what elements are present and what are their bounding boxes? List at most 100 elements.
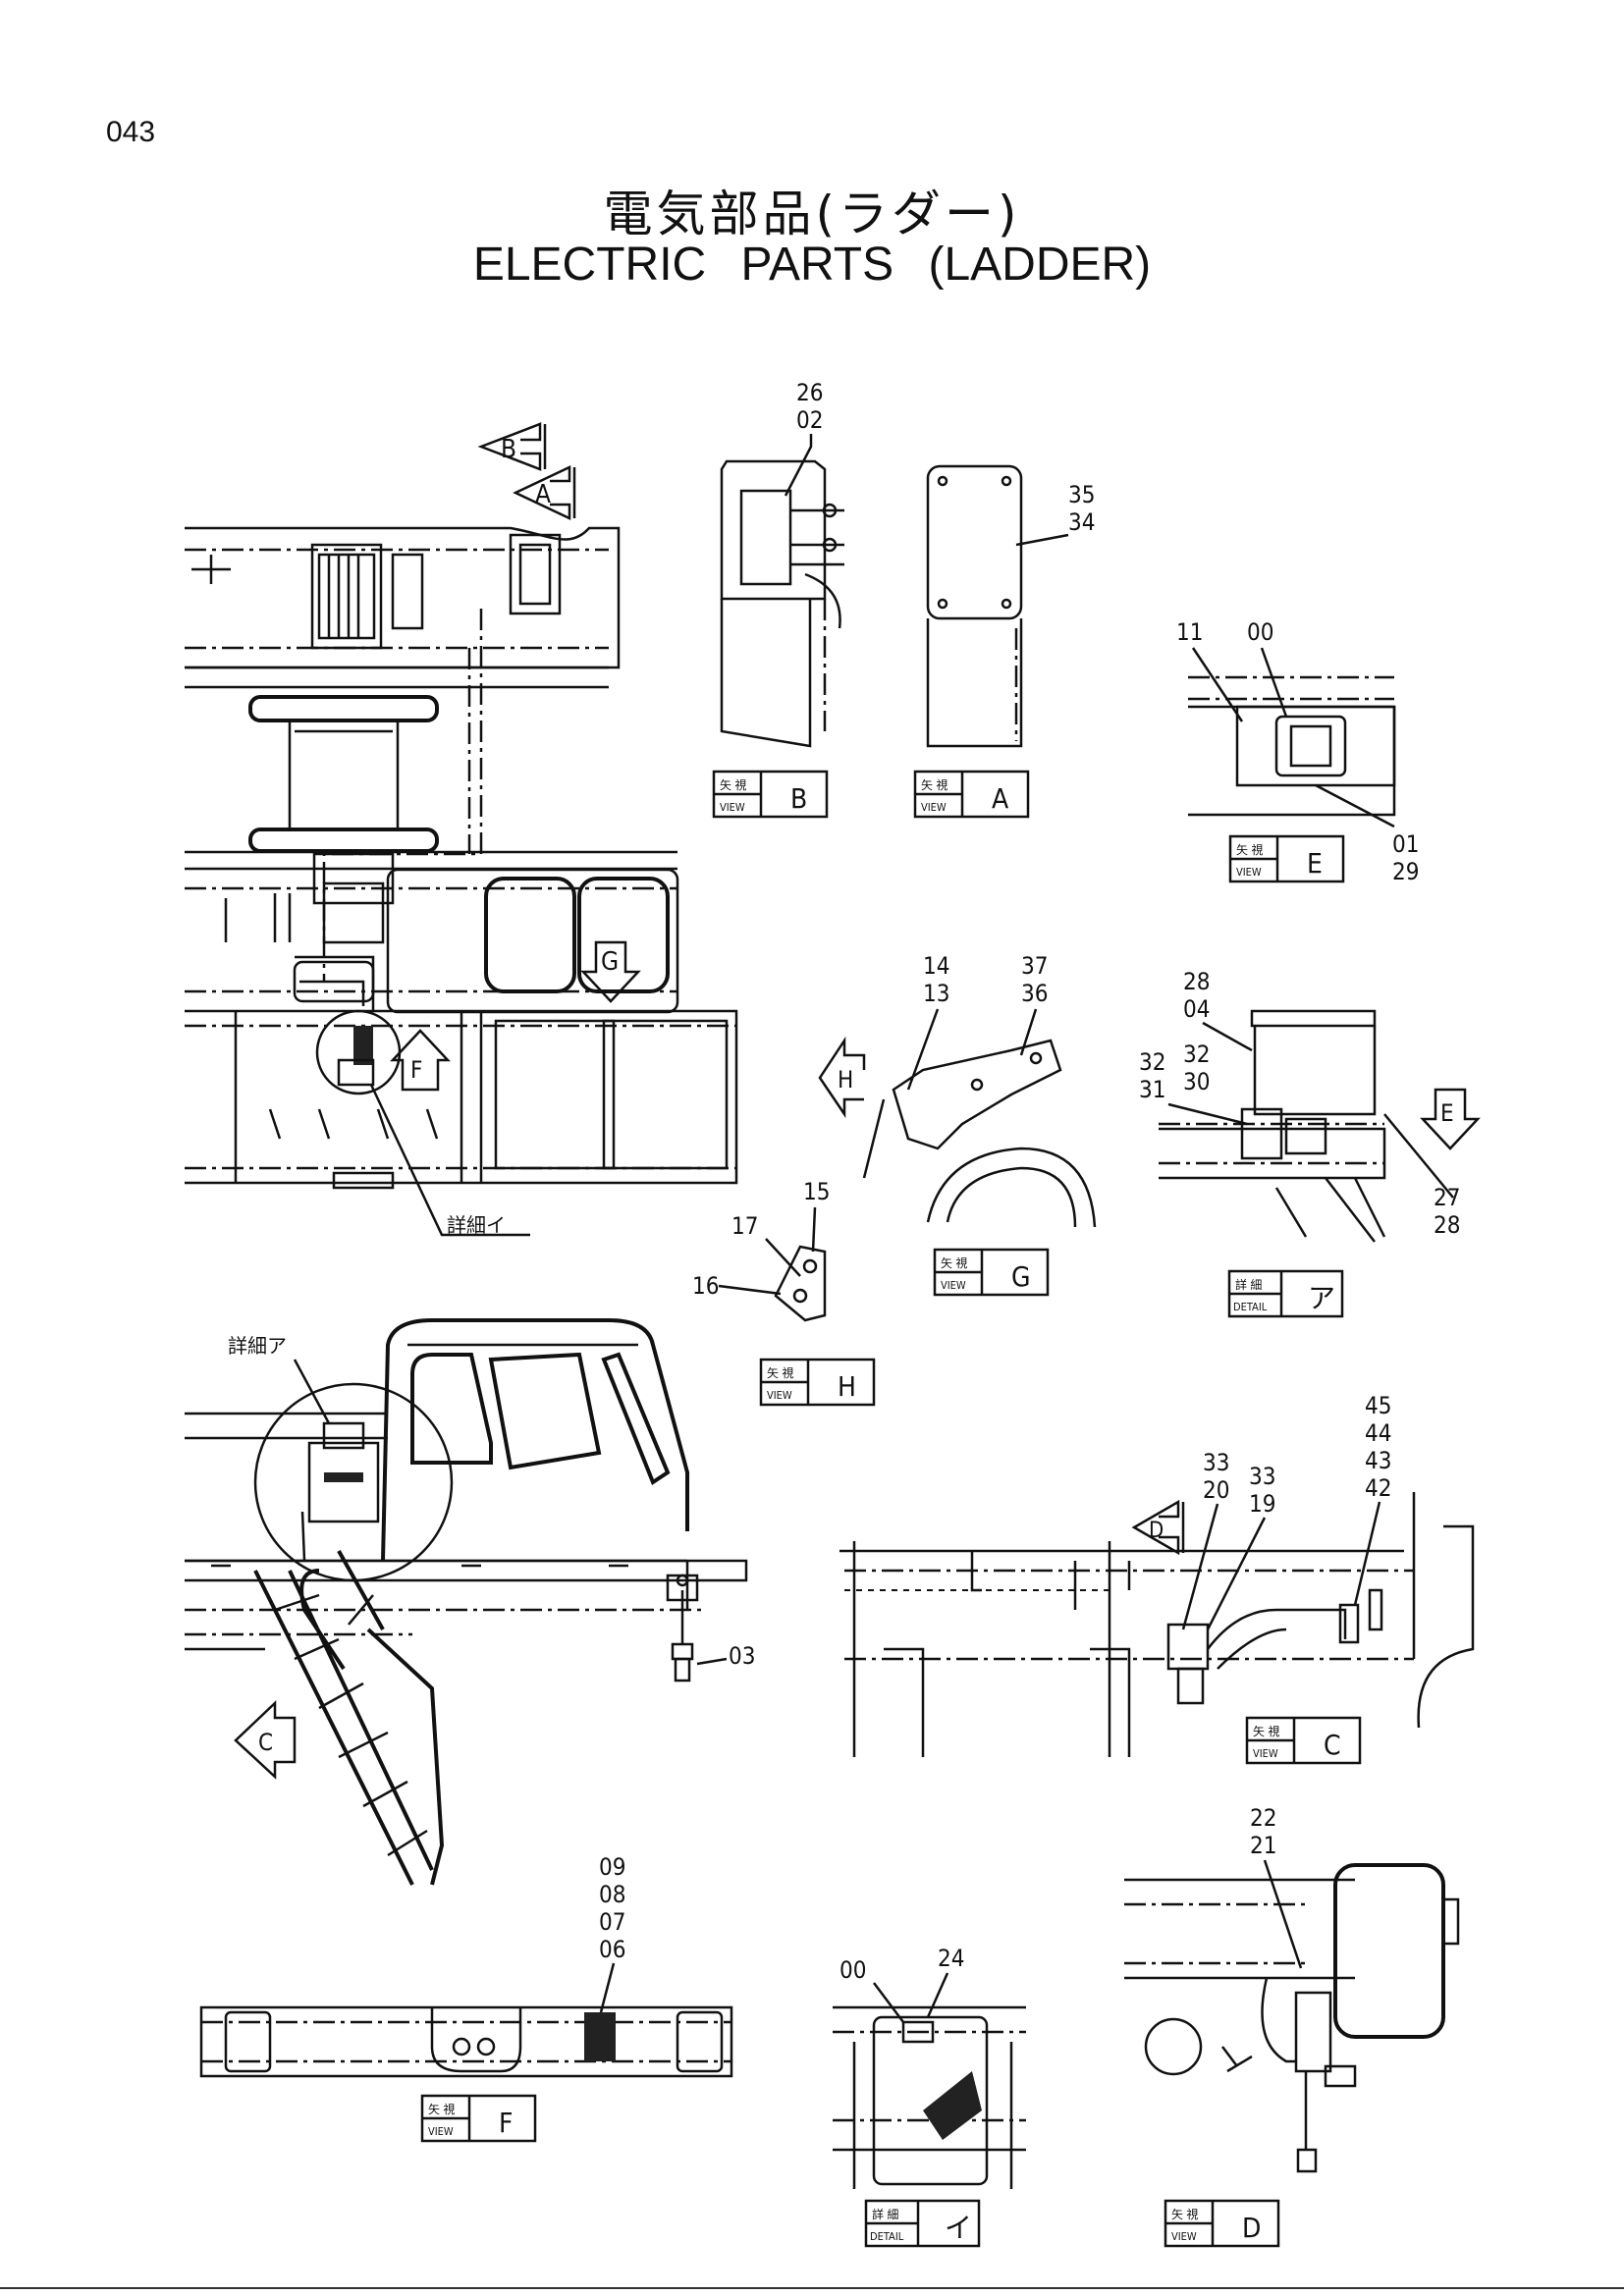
- view-h: 15 17 16: [692, 1178, 830, 1322]
- svg-text:矢 視: 矢 視: [428, 2102, 455, 2116]
- svg-text:VIEW: VIEW: [1236, 866, 1262, 879]
- callout-37: 37: [1021, 952, 1048, 980]
- tag-view-b: 矢 視 VIEW B: [712, 770, 829, 819]
- callout-33-b: 33: [1249, 1463, 1275, 1490]
- svg-text:DETAIL: DETAIL: [1233, 1301, 1268, 1313]
- callout-27: 27: [1434, 1184, 1460, 1211]
- svg-text:VIEW: VIEW: [1253, 1747, 1278, 1760]
- tag-view-c: 矢 視 VIEW C: [1245, 1716, 1362, 1765]
- detail-i: 00 24: [833, 1945, 1026, 2189]
- callout-42: 42: [1365, 1474, 1391, 1502]
- detail-ref-a: 詳細ア: [228, 1334, 287, 1358]
- arrow-a-label: A: [535, 480, 551, 509]
- svg-text:DETAIL: DETAIL: [870, 2230, 904, 2243]
- title-japanese: 電気部品(ラダー): [603, 186, 1021, 242]
- detail-a: 28 04 32 32 30 31 27 28 E: [1139, 968, 1481, 1243]
- arrow-d-label: D: [1149, 1519, 1164, 1543]
- callout-19: 19: [1249, 1490, 1275, 1518]
- tag-view-g: 矢 視 VIEW G: [933, 1248, 1050, 1297]
- callout-21: 21: [1250, 1832, 1276, 1859]
- callout-44: 44: [1365, 1419, 1391, 1447]
- callout-02: 02: [796, 406, 823, 434]
- svg-text:VIEW: VIEW: [1171, 2230, 1197, 2243]
- page-number: 043: [106, 116, 156, 148]
- callout-32-b: 32: [1183, 1041, 1210, 1068]
- callout-45: 45: [1365, 1392, 1391, 1419]
- svg-text:矢 視: 矢 視: [720, 777, 746, 792]
- title-english: ELECTRIC PARTS (LADDER): [472, 239, 1152, 291]
- callout-24: 24: [938, 1945, 964, 1972]
- arrow-f-label: F: [410, 1056, 422, 1084]
- svg-text:矢 視: 矢 視: [1253, 1724, 1279, 1738]
- svg-text:矢 視: 矢 視: [767, 1365, 793, 1380]
- view-e: 11 00 01 29: [1176, 618, 1419, 885]
- detail-i-letter: イ: [945, 2212, 972, 2244]
- tag-view-f: 矢 視 VIEW F: [420, 2094, 537, 2143]
- callout-01: 01: [1392, 830, 1419, 858]
- callout-07: 07: [599, 1908, 625, 1936]
- callout-00-e: 00: [1247, 618, 1273, 646]
- callout-34: 34: [1068, 508, 1095, 536]
- detail-a-letter: ア: [1308, 1282, 1335, 1314]
- view-h-letter: H: [838, 1370, 856, 1403]
- callout-26: 26: [796, 379, 823, 406]
- callout-17: 17: [731, 1212, 758, 1240]
- footer-rule: [0, 2287, 1624, 2289]
- callout-29: 29: [1392, 858, 1419, 885]
- arrow-g-label: G: [601, 947, 619, 977]
- callout-08: 08: [599, 1881, 625, 1908]
- callout-13: 13: [923, 980, 949, 1007]
- main-upper-view: G F 詳細イ B A: [185, 422, 738, 1237]
- callout-04: 04: [1183, 995, 1210, 1023]
- callout-28: 28: [1183, 968, 1210, 995]
- view-f-letter: F: [499, 2107, 514, 2139]
- tag-view-d: 矢 視 VIEW D: [1164, 2199, 1280, 2248]
- callout-14: 14: [923, 952, 949, 980]
- view-d: 22 21: [1124, 1804, 1460, 2173]
- callout-22: 22: [1250, 1804, 1276, 1832]
- callout-20: 20: [1203, 1476, 1229, 1504]
- view-g-letter: G: [1011, 1260, 1031, 1293]
- view-f: 09 08 07 06: [199, 1853, 733, 2078]
- arrow-e-label: E: [1440, 1099, 1454, 1127]
- callout-33-a: 33: [1203, 1449, 1229, 1476]
- callout-16: 16: [692, 1272, 719, 1300]
- arrow-b-label: B: [501, 435, 516, 464]
- svg-text:VIEW: VIEW: [767, 1389, 792, 1402]
- callout-09: 09: [599, 1853, 625, 1881]
- tag-detail-i: 詳 細 DETAIL イ: [864, 2199, 981, 2248]
- arrow-c-label: C: [258, 1729, 273, 1756]
- callout-43: 43: [1365, 1447, 1391, 1474]
- callout-30: 30: [1183, 1068, 1210, 1095]
- callout-15: 15: [803, 1178, 830, 1205]
- svg-text:矢 視: 矢 視: [1171, 2207, 1198, 2221]
- tag-detail-a: 詳 細 DETAIL ア: [1227, 1269, 1344, 1318]
- arrow-h-label: H: [838, 1066, 853, 1094]
- callout-06: 06: [599, 1936, 625, 1963]
- callout-28-b: 28: [1434, 1211, 1460, 1239]
- main-side-view: 詳細ア 03 C: [185, 1318, 755, 1886]
- callout-03: 03: [729, 1642, 755, 1670]
- view-b-letter: B: [790, 782, 807, 815]
- svg-text:VIEW: VIEW: [921, 801, 947, 814]
- view-d-letter: D: [1242, 2212, 1261, 2244]
- callout-32-a: 32: [1139, 1048, 1165, 1076]
- view-a-letter: A: [992, 782, 1009, 815]
- tag-view-h: 矢 視 VIEW H: [759, 1358, 876, 1407]
- svg-text:矢 視: 矢 視: [1236, 842, 1263, 857]
- callout-36: 36: [1021, 980, 1048, 1007]
- view-c: 45 44 43 42 33 20 33 19 D: [839, 1392, 1475, 1757]
- tag-view-e: 矢 視 VIEW E: [1228, 834, 1345, 883]
- view-g: 14 13 37 36 H: [818, 952, 1097, 1228]
- svg-text:VIEW: VIEW: [428, 2125, 454, 2138]
- view-c-letter: C: [1324, 1729, 1341, 1761]
- svg-text:詳 細: 詳 細: [872, 2207, 898, 2221]
- tag-view-a: 矢 視 VIEW A: [913, 770, 1030, 819]
- detail-ref-i: 詳細イ: [447, 1213, 506, 1237]
- svg-text:VIEW: VIEW: [720, 801, 745, 814]
- callout-11: 11: [1176, 618, 1203, 646]
- view-b: 26 02: [720, 379, 844, 748]
- svg-text:VIEW: VIEW: [941, 1279, 966, 1292]
- callout-35: 35: [1068, 481, 1095, 508]
- svg-text:矢 視: 矢 視: [921, 777, 947, 792]
